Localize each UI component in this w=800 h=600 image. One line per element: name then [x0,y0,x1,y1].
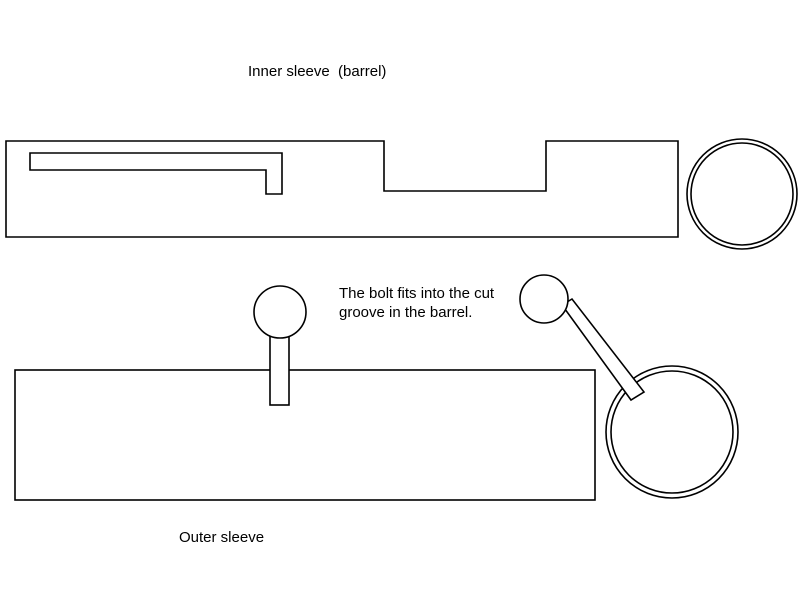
outer-sleeve-end-inner-ring [610,370,734,494]
outer-sleeve-body [14,369,596,501]
bolt-note-line-2: groove in the barrel. [339,304,472,321]
inner-sleeve-end-inner-ring [690,142,794,246]
bolt-knob-angled [519,274,569,324]
inner-sleeve-label: Inner sleeve (barrel) [248,63,386,80]
inner-sleeve-end-outer-ring [686,138,798,250]
bolt-note-line-1: The bolt fits into the cut [339,285,495,302]
bolt-shaft-side [269,333,290,406]
outer-sleeve-end-outer-ring [605,365,739,499]
outer-sleeve-label: Outer sleeve [179,529,264,546]
bolt-knob-side [253,285,307,339]
barrel-cut-groove [29,152,283,195]
